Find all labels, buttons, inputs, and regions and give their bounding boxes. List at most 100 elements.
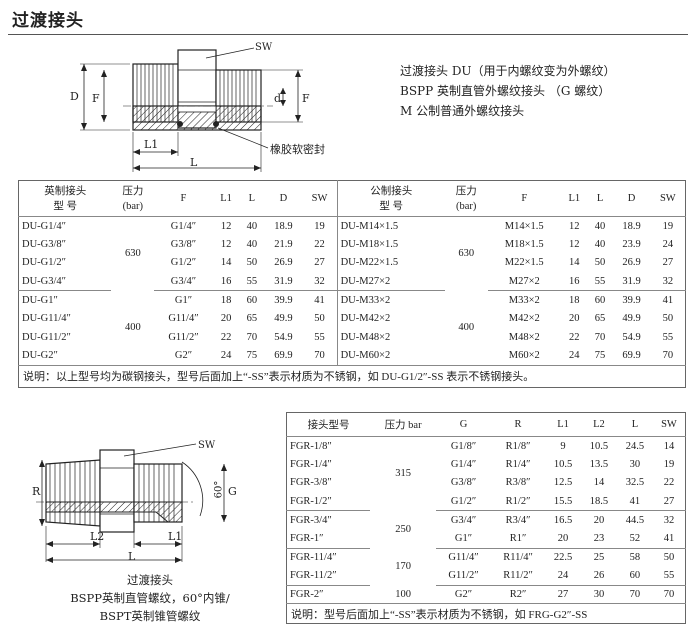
diagram1-l1-label: L1: [144, 138, 159, 151]
cell-f: M42×2: [508, 313, 540, 325]
cell-sw: 41: [652, 529, 686, 549]
cell-d: 26.9: [622, 257, 641, 269]
table-row: FGR-1/8″ 315 G1/8″ R1/8″ 9 10.5 24.5 14: [287, 437, 686, 480]
cell-g: G1/8″: [450, 440, 477, 452]
cell-d: 69.9: [274, 350, 293, 362]
cell-l: 50: [246, 257, 258, 269]
header-l-right: L: [587, 180, 613, 217]
cell-pressure: 250: [395, 523, 411, 535]
cell-f: M22×1.5: [504, 257, 544, 269]
cell-model: DU-M33×2: [340, 294, 391, 306]
cell-sw: 27: [302, 253, 338, 273]
cell-model: DU-G3/8″: [22, 238, 67, 250]
table-note-row: 说明：型号后面加上“-SS”表示材质为不锈钢，如 FRG-G2″-SS: [286, 603, 686, 624]
diagram2-g-label: G: [228, 485, 237, 498]
cell-sw: 70: [302, 346, 338, 366]
cell-f: M60×2: [508, 350, 540, 362]
cell-l1: 14: [569, 257, 580, 269]
header-sw-left: SW: [302, 180, 338, 217]
cell-g: G1/2″: [436, 492, 492, 512]
table-row: DU-G2″ G2″ 24 75 69.9 70 DU-M60×2 M60×2 …: [19, 346, 686, 366]
diagram1-d-label: D: [70, 90, 79, 103]
cell-r: R11/2″: [491, 566, 546, 586]
diagram1-seal-label: 橡胶软密封: [270, 143, 325, 156]
cell-model: DU-G1″: [22, 294, 58, 306]
fgr-spec-table: 接头型号 压力 bar G R L1 L2 L SW FGR-1/8″ 315 …: [286, 412, 686, 625]
cell-sw: 41: [662, 294, 674, 306]
cell-sw: 22: [663, 477, 675, 489]
cell-f: G3/8″: [170, 238, 197, 250]
diagram2-caption-2: BSPP英制直管螺纹，60°内锥/: [70, 591, 230, 605]
cell-l: 41: [616, 492, 653, 512]
cell-l2: 10.5: [589, 440, 609, 452]
cell-f: G3/4″: [154, 272, 213, 292]
title-divider: [8, 34, 688, 35]
cell-d: 18.9: [274, 220, 293, 232]
fgr-adapter-drawing: [36, 443, 227, 563]
cell-l: 52: [616, 529, 653, 549]
cell-d: 54.9: [622, 331, 641, 343]
cell-f: M27×2: [487, 272, 561, 292]
cell-l: 70: [629, 589, 641, 601]
table-note-row: 说明：以上型号均为碳钢接头，型号后面加上“-SS”表示材质为不锈钢，如 DU-G…: [18, 364, 686, 388]
cell-l: 70: [246, 331, 258, 343]
cell-r: R1/2″: [491, 492, 546, 512]
cell-sw: 50: [662, 313, 674, 325]
cell-sw: 55: [302, 328, 338, 347]
cell-l1: 16.5: [553, 514, 573, 526]
cell-l: 30: [629, 458, 641, 470]
cell-f: M14×1.5: [504, 220, 544, 232]
table-row: FGR-1/4″ G1/4″ R1/4″ 10.5 13.5 30 19: [287, 455, 686, 474]
table-row: DU-G11/2″ G11/2″ 22 70 54.9 55 DU-M48×2 …: [19, 328, 686, 347]
cell-l: 55: [239, 272, 265, 292]
cell-model: FGR-1″: [286, 529, 371, 549]
diagram2-l2-label: L2: [90, 530, 105, 543]
cell-model: DU-G2″: [22, 350, 58, 362]
cell-model: DU-M22×1.5: [340, 257, 399, 269]
cell-l1: 10.5: [553, 458, 573, 470]
cell-f: G1″: [174, 294, 193, 306]
cell-l: 60: [246, 294, 258, 306]
cell-d: 18.9: [622, 220, 641, 232]
header-f-right: F: [487, 180, 561, 217]
cell-g: G2″: [454, 589, 473, 601]
cell-l1: 22: [220, 331, 232, 343]
diagram2-sw-label: SW: [198, 440, 216, 451]
cell-l1: 18: [220, 294, 232, 306]
cell-d: 39.9: [622, 294, 641, 306]
table-row: FGR-11/4″ 170 G11/4″ R11/4″ 22.5 25 58 5…: [287, 548, 686, 572]
cell-l2: 18.5: [581, 492, 617, 512]
header-sw: SW: [652, 412, 686, 437]
cell-model: DU-M14×1.5: [340, 220, 399, 232]
description-line-2: BSPP 英制直管外螺纹接头 （G 螺纹）: [400, 84, 611, 98]
table-row: DU-G1/2″ G1/2″ 14 50 26.9 27 DU-M22×1.5 …: [19, 253, 686, 273]
header-l: L: [616, 412, 653, 437]
cell-f: G11/2″: [168, 331, 199, 343]
cell-l1: 24: [569, 350, 580, 362]
header-d-right: D: [612, 180, 651, 217]
cell-g: G3/8″: [450, 477, 477, 489]
cell-l1: 16: [212, 272, 240, 292]
cell-l1: 20: [220, 313, 232, 325]
cell-sw: 32: [302, 272, 338, 292]
cell-d: 21.9: [274, 238, 293, 250]
cell-sw: 27: [652, 492, 686, 512]
cell-l1: 18: [569, 294, 580, 306]
diagram1-d-small-label: d: [274, 92, 282, 105]
cell-sw: 32: [663, 514, 675, 526]
cell-l: 32.5: [625, 477, 645, 489]
table-row: DU-G3/4″ G3/4″ 16 55 31.9 32 DU-M27×2 M2…: [18, 272, 686, 292]
cell-sw: 24: [662, 238, 674, 250]
header-l1-left: L1: [212, 180, 240, 217]
cell-l2: 30: [593, 589, 605, 601]
cell-l1: 12.5: [553, 477, 573, 489]
cell-l2: 20: [593, 514, 605, 526]
cell-sw: 70: [662, 350, 674, 362]
cell-sw: 50: [302, 309, 338, 329]
cell-sw: 27: [662, 257, 674, 269]
diagram2-angle-label: 60°: [213, 480, 225, 499]
cell-f: M33×2: [508, 294, 540, 306]
cell-d: 54.9: [274, 331, 293, 343]
table-header-row: 接头型号 压力 bar G R L1 L2 L SW: [286, 412, 686, 437]
header-l1: L1: [545, 412, 582, 437]
